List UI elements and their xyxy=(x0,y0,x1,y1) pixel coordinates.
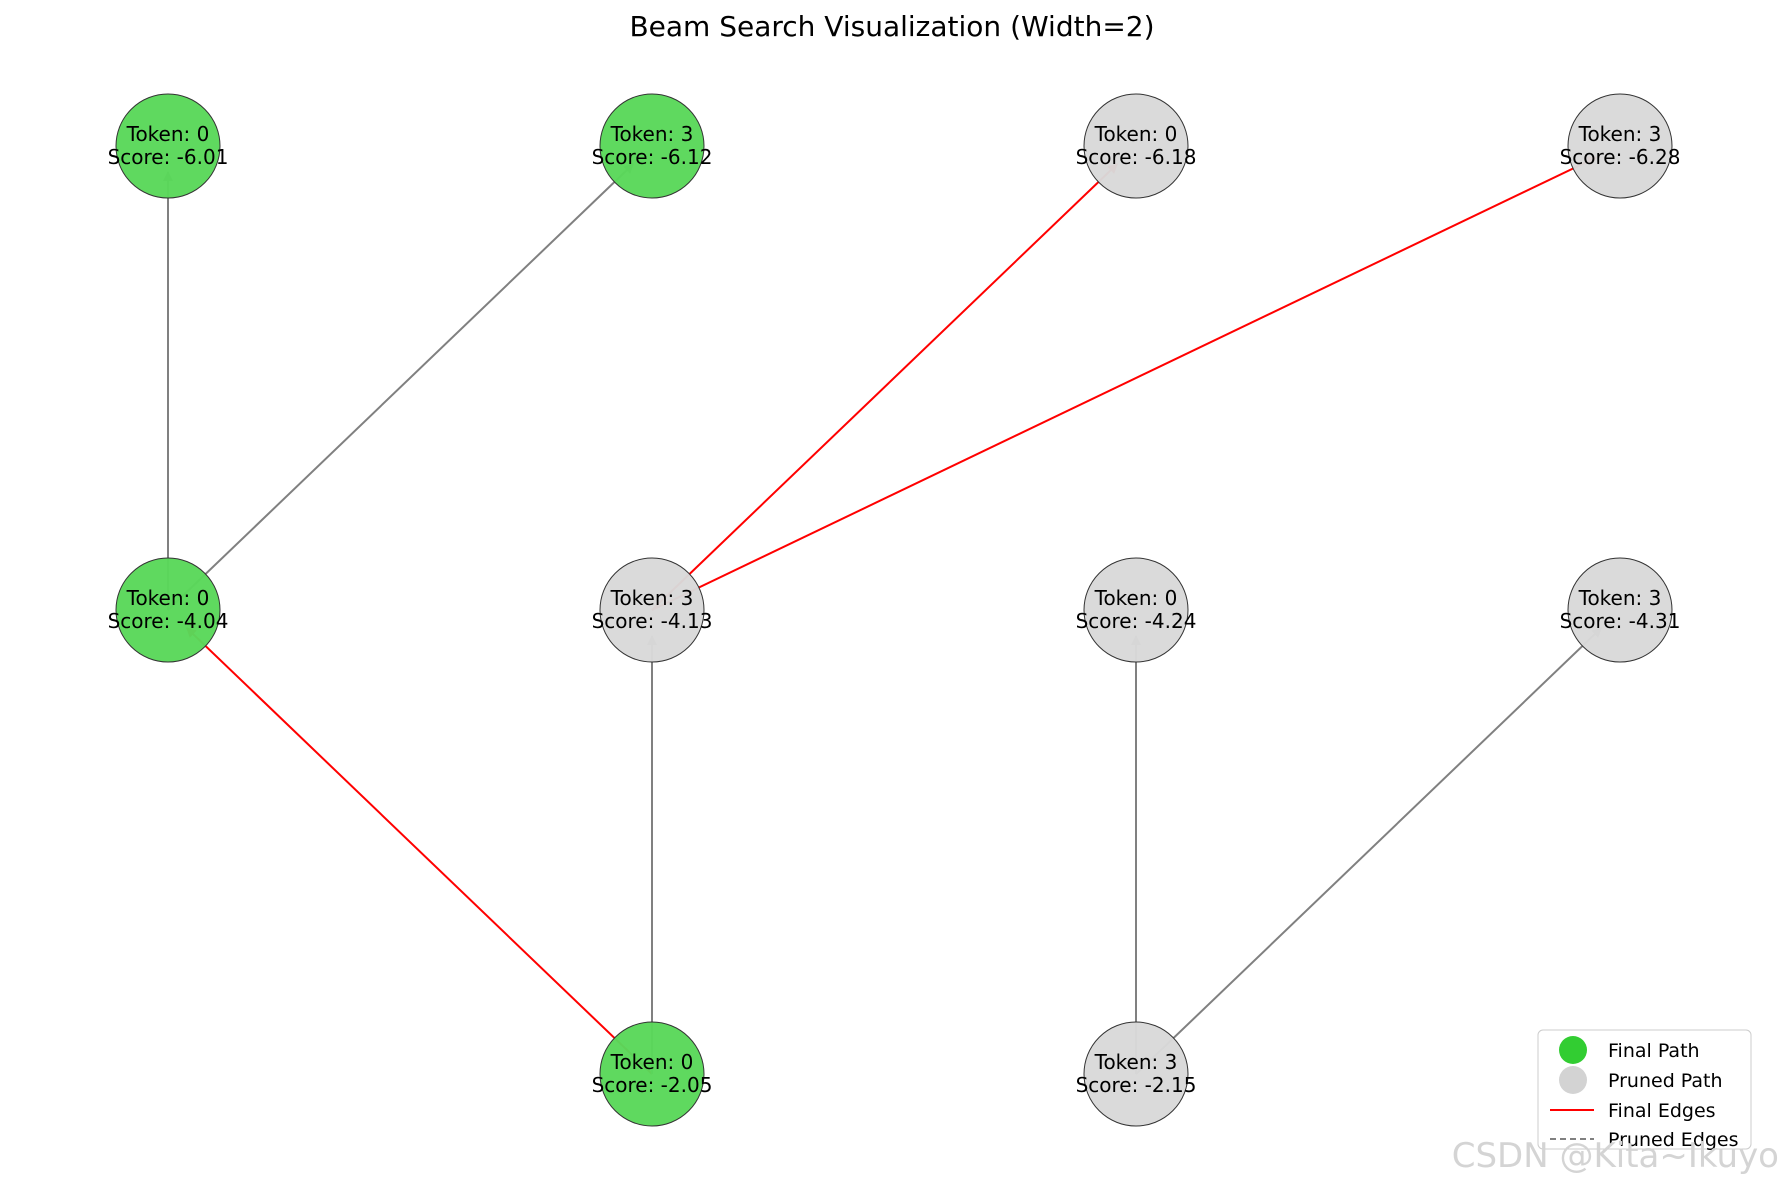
node-score-label: Score: -2.05 xyxy=(592,1073,713,1097)
node-score-label: Score: -4.31 xyxy=(1560,609,1681,633)
final-edge xyxy=(651,163,1118,611)
node-circle xyxy=(1567,557,1673,663)
node-token-label: Token: 3 xyxy=(610,586,694,610)
node-score-label: Score: -6.28 xyxy=(1560,145,1681,169)
node-circle xyxy=(1083,93,1189,199)
node-score-label: Score: -4.04 xyxy=(108,609,229,633)
pruned-edge xyxy=(167,163,634,611)
node-score-label: Score: -6.18 xyxy=(1076,145,1197,169)
node-token-label: Token: 0 xyxy=(1094,122,1178,146)
node-score-label: Score: -6.01 xyxy=(108,145,229,169)
watermark-text: CSDN @Kita~Ikuyo xyxy=(1452,1136,1779,1176)
node-circle xyxy=(599,93,705,199)
final-edge xyxy=(186,627,653,1075)
node-circle xyxy=(599,1021,705,1127)
legend: Final Path Pruned Path Final Edges Prune… xyxy=(1537,1029,1752,1151)
node-score-label: Score: -2.15 xyxy=(1076,1073,1197,1097)
diagram-title: Beam Search Visualization (Width=2) xyxy=(629,10,1154,43)
node-token-label: Token: 3 xyxy=(1578,122,1662,146)
pruned-edge xyxy=(1135,627,1602,1075)
node-circle xyxy=(115,557,221,663)
node-circle xyxy=(599,557,705,663)
legend-pruned-path-marker xyxy=(1559,1066,1587,1094)
final-edge xyxy=(651,156,1598,611)
node-token-label: Token: 3 xyxy=(1094,1050,1178,1074)
node-circle xyxy=(115,93,221,199)
legend-box xyxy=(1537,1029,1752,1150)
node-token-label: Token: 0 xyxy=(1094,586,1178,610)
node-score-label: Score: -6.12 xyxy=(592,145,713,169)
legend-pruned-path-label: Pruned Path xyxy=(1608,1070,1723,1092)
node-token-label: Token: 3 xyxy=(610,122,694,146)
legend-final-path-marker xyxy=(1559,1036,1587,1064)
legend-final-edges-label: Final Edges xyxy=(1608,1100,1716,1122)
node-circle xyxy=(1567,93,1673,199)
node-score-label: Score: -4.24 xyxy=(1076,609,1197,633)
edges-layer xyxy=(163,156,1602,1075)
legend-pruned-edges-label: Pruned Edges xyxy=(1608,1129,1739,1151)
node-circle xyxy=(1083,557,1189,663)
node-circle xyxy=(1083,1021,1189,1127)
node-token-label: Token: 0 xyxy=(610,1050,694,1074)
node-token-label: Token: 3 xyxy=(1578,586,1662,610)
node-token-label: Token: 0 xyxy=(126,122,210,146)
legend-final-path-label: Final Path xyxy=(1608,1040,1700,1062)
node-score-label: Score: -4.13 xyxy=(592,609,713,633)
node-token-label: Token: 0 xyxy=(126,586,210,610)
